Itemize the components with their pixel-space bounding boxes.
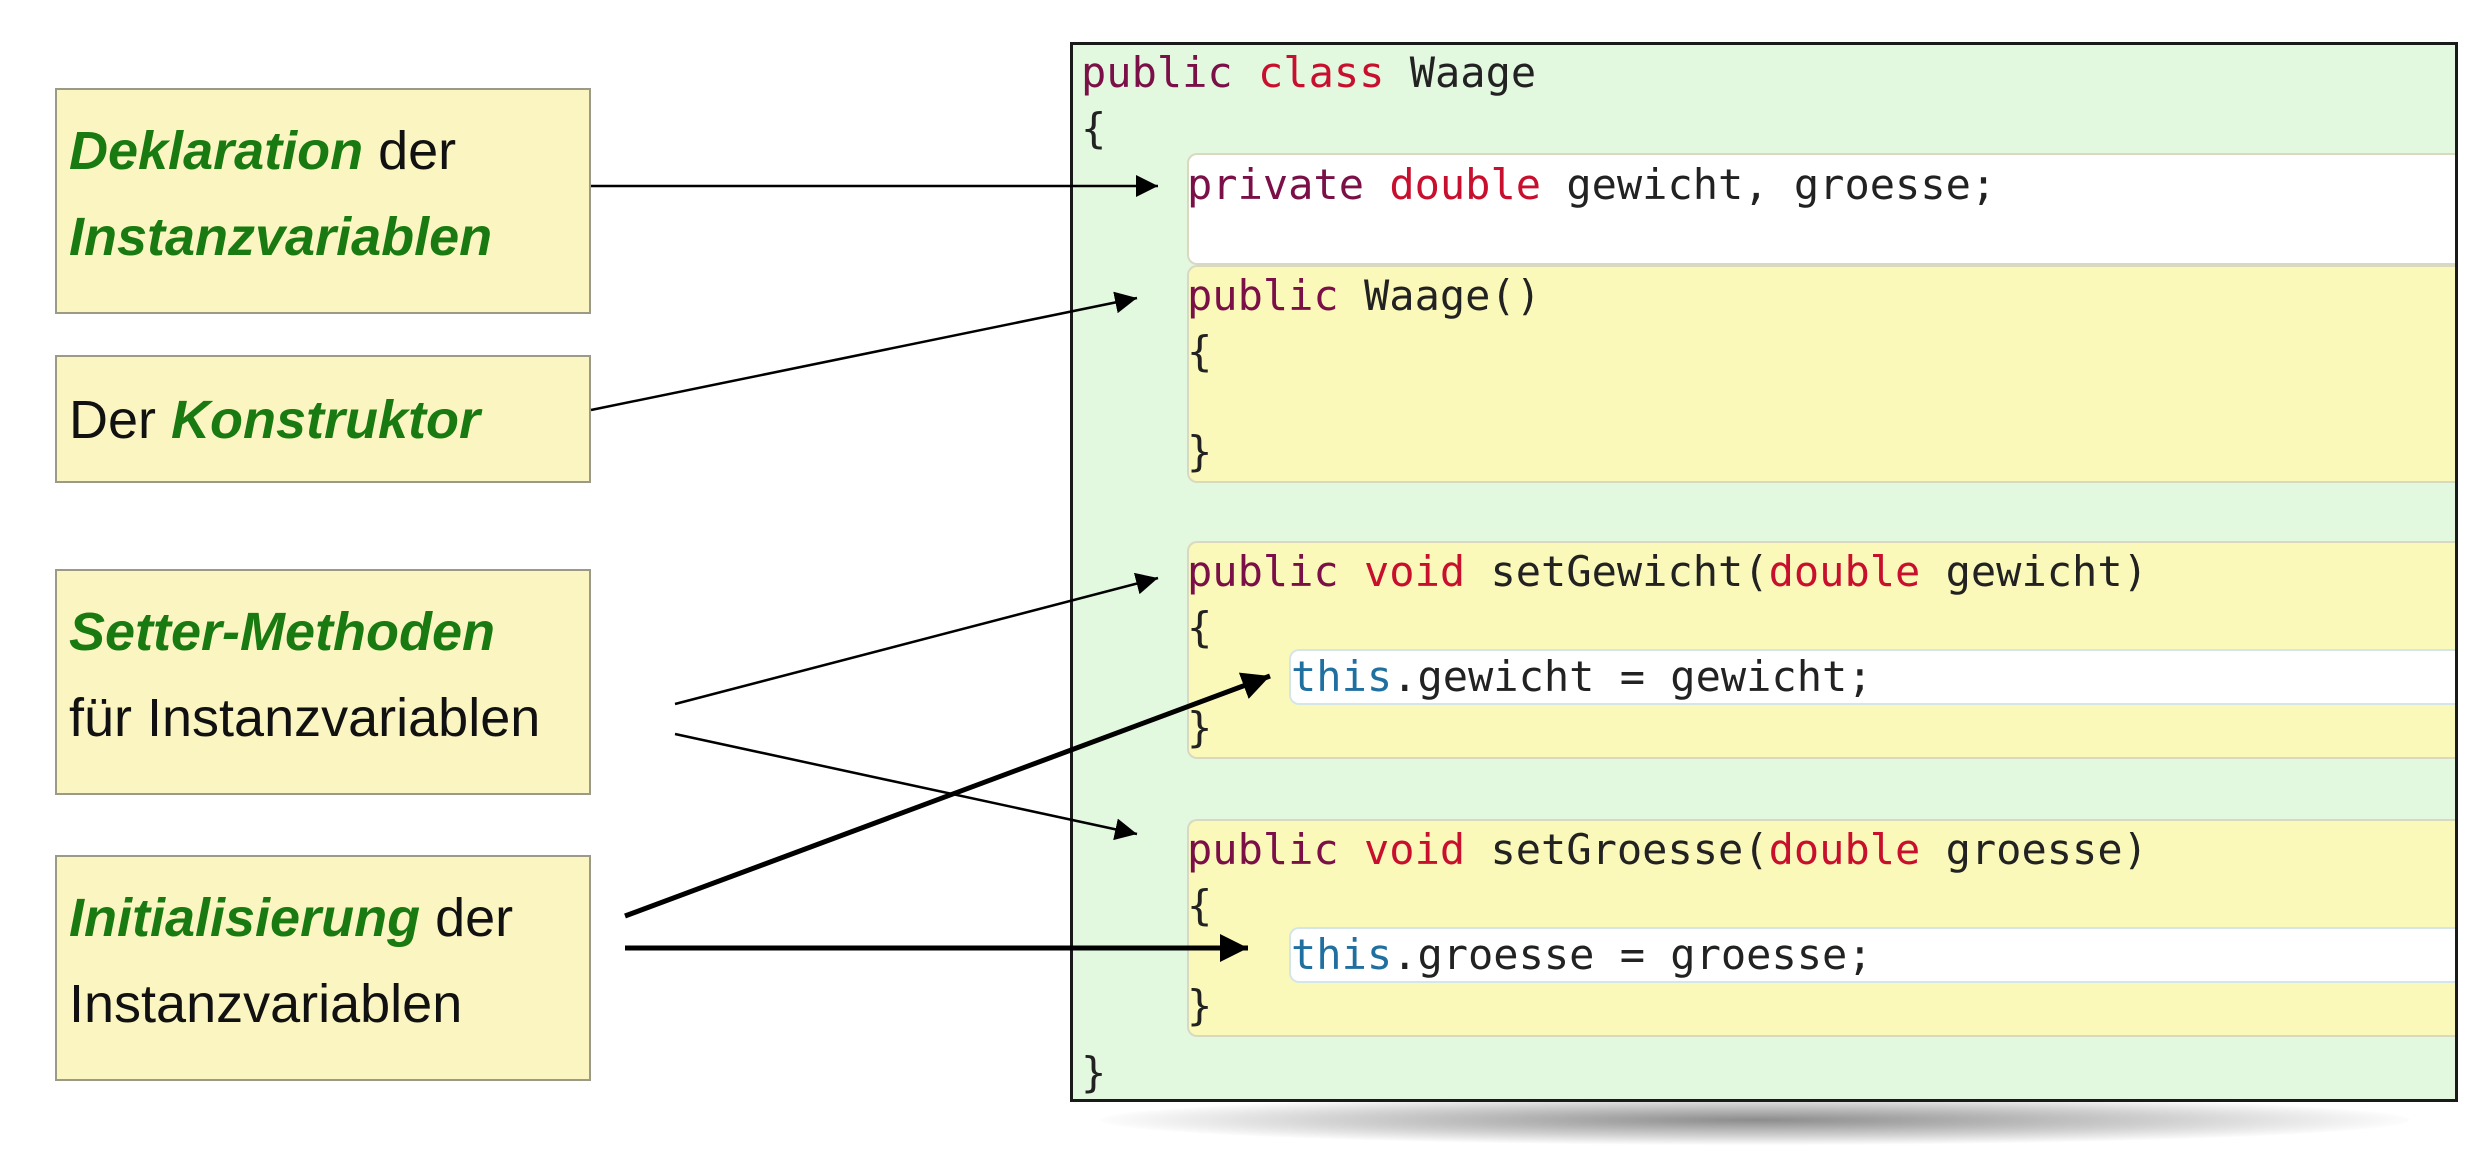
kw-void: void — [1364, 547, 1466, 596]
param-name: groesse) — [1920, 825, 2148, 874]
kw-double: double — [1768, 825, 1921, 874]
label-konstruktor: Der Konstruktor — [55, 355, 591, 483]
label-deklaration: Deklaration der Instanzvariablen — [55, 88, 591, 314]
label-setter: Setter-Methoden für Instanzvariablen — [55, 569, 591, 795]
label-deklaration-highlight: Deklaration — [69, 121, 364, 181]
param-name: gewicht) — [1920, 547, 2148, 596]
label-deklaration-line2: Instanzvariablen — [69, 207, 493, 267]
label-init-line2: Instanzvariablen — [69, 974, 463, 1034]
kw-void: void — [1364, 825, 1466, 874]
code-setgroesse-header: public void setGroesse(double groesse) — [1187, 822, 2148, 878]
code-constructor-open: { — [1187, 327, 1213, 376]
code-setgroesse-open: { — [1187, 881, 1213, 930]
kw-public: public — [1081, 48, 1233, 97]
constructor-block — [1187, 265, 2455, 483]
field-names: gewicht, groesse; — [1541, 160, 1997, 209]
label-deklaration-line1: Deklaration der — [69, 108, 577, 194]
kw-public: public — [1187, 547, 1339, 596]
code-constructor-close: } — [1187, 427, 1213, 476]
code-setgewicht-close: } — [1187, 703, 1213, 752]
code-setgroesse-close: } — [1187, 981, 1213, 1030]
label-init-line1: Initialisierung der — [69, 875, 577, 961]
setgewicht-body-line — [1289, 649, 2455, 705]
label-setter-line2: für Instanzvariablen — [69, 688, 541, 748]
constructor-name: Waage() — [1338, 271, 1542, 320]
code-panel-shadow — [1100, 1095, 2410, 1145]
code-panel: public class Waage { private double gewi… — [1070, 42, 2458, 1102]
label-init: Initialisierung der Instanzvariablen — [55, 855, 591, 1081]
label-konstruktor-pre: Der — [69, 390, 172, 450]
field-block — [1187, 153, 2455, 265]
assignment: .groesse = groesse; — [1392, 930, 1873, 979]
method-name: setGroesse( — [1465, 825, 1769, 874]
arrow-init-gewicht — [624, 672, 1271, 919]
setgroesse-body-line — [1289, 927, 2455, 983]
method-name: setGewicht( — [1465, 547, 1769, 596]
code-class-close-brace: } — [1081, 1048, 1107, 1097]
code-class-open-brace: { — [1081, 104, 1107, 153]
code-field-declaration: private double gewicht, groesse; — [1187, 157, 1996, 213]
arrow-setter-gewicht — [674, 572, 1159, 706]
code-setgroesse-body: this.groesse = groesse; — [1291, 927, 1873, 983]
kw-public: public — [1187, 271, 1339, 320]
code-constructor-header: public Waage() — [1187, 268, 1541, 324]
label-init-highlight: Initialisierung — [69, 888, 421, 948]
kw-this: this — [1291, 652, 1393, 701]
kw-this: this — [1291, 930, 1393, 979]
label-init-rest: der — [420, 888, 514, 948]
code-class-header: public class Waage — [1081, 45, 1536, 101]
arrow-setter-groesse — [674, 732, 1138, 841]
kw-double: double — [1389, 160, 1542, 209]
code-setgewicht-body: this.gewicht = gewicht; — [1291, 649, 1873, 705]
label-deklaration-rest: der — [363, 121, 457, 181]
label-konstruktor-line: Der Konstruktor — [69, 377, 577, 463]
kw-private: private — [1187, 160, 1365, 209]
code-setgewicht-header: public void setGewicht(double gewicht) — [1187, 544, 2148, 600]
assignment: .gewicht = gewicht; — [1392, 652, 1873, 701]
code-setgewicht-open: { — [1187, 603, 1213, 652]
kw-double: double — [1768, 547, 1921, 596]
kw-class: class — [1258, 48, 1385, 97]
kw-public: public — [1187, 825, 1339, 874]
label-konstruktor-highlight: Konstruktor — [171, 390, 481, 450]
arrow-konstruktor — [590, 291, 1138, 412]
class-name: Waage — [1384, 48, 1537, 97]
label-setter-line1: Setter-Methoden — [69, 602, 496, 662]
